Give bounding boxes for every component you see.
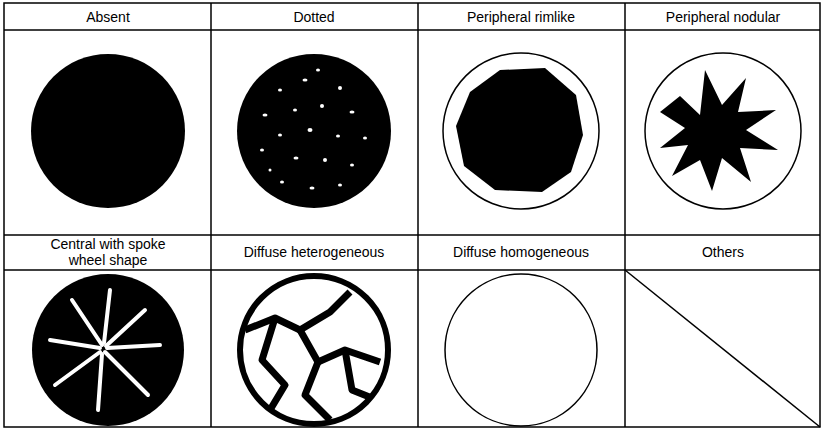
table-grid [4, 3, 820, 427]
grid-line [4, 269, 820, 271]
table-cell-label: Central with spoke wheel shape [33, 236, 183, 268]
absent-circle [31, 54, 185, 208]
homogeneous-outline [445, 274, 597, 426]
grid-line [4, 234, 820, 236]
diagonal-line [625, 270, 820, 427]
table-cell-label: Diffuse homogeneous [426, 244, 616, 260]
heterogeneous-bands [245, 292, 380, 420]
grid-line [4, 29, 820, 31]
table-cell-label: Others [628, 244, 818, 260]
dots [260, 69, 367, 190]
grid-line [210, 3, 212, 427]
table-border [4, 3, 820, 427]
nodular-outline [645, 53, 801, 209]
nodular-core [660, 70, 778, 191]
table-cell-label: Diffuse heterogeneous [219, 244, 409, 260]
dotted-circle [237, 54, 391, 208]
grid-line [417, 3, 419, 427]
rimlike-core [456, 68, 583, 192]
table-cell-label: Dotted [219, 9, 409, 25]
table-cell-label: Peripheral rimlike [426, 9, 616, 25]
rimlike-outline [443, 53, 599, 209]
grid-line [624, 3, 626, 427]
table-cell-label: Absent [13, 9, 203, 25]
spoke-circle [32, 274, 184, 426]
table-cell-label: Peripheral nodular [628, 9, 818, 25]
spokes [50, 290, 160, 410]
heterogeneous-outline [240, 276, 388, 424]
